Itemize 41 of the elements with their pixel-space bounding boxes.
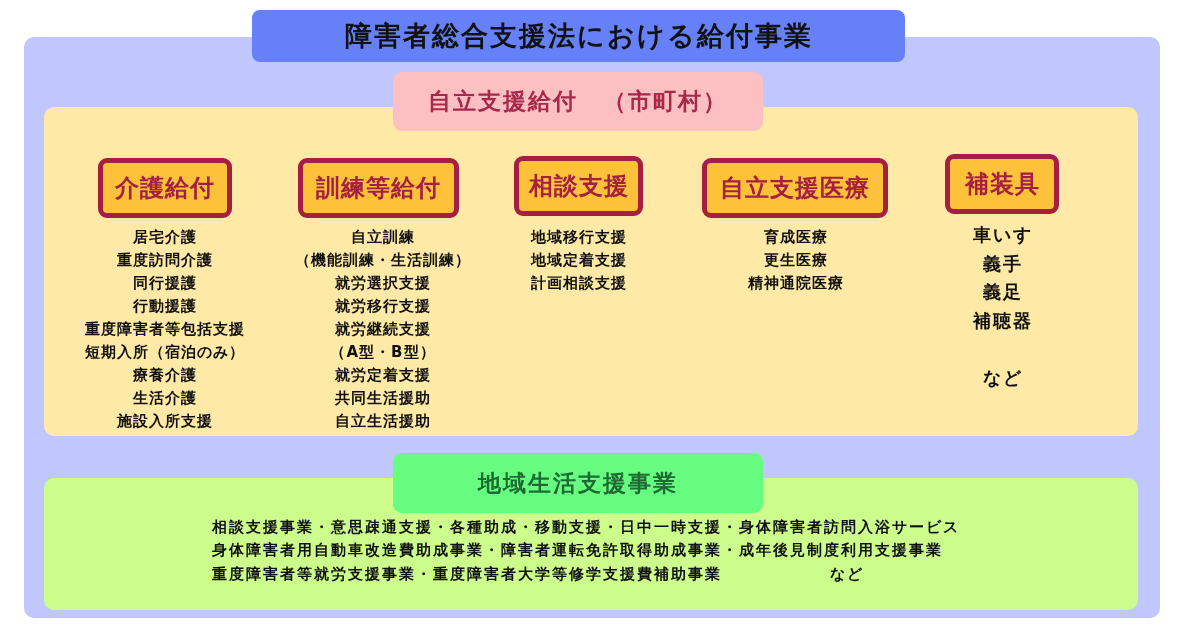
list-item: 短期入所（宿泊のみ） [85,342,245,363]
list-item: 精神通院医療 [748,273,844,294]
list-item: 就労選択支援 [335,273,431,294]
category-box: 介護給付 [98,158,232,218]
body-text: 身体障害者用自動車改造費助成事業・障害者運転免許取得助成事業・成年後見制度利用支援事業 [212,540,943,561]
category-box: 自立支援医療 [702,158,888,218]
section-tab: 自立支援給付 （市町村） [393,72,763,131]
list-item: 育成医療 [764,227,828,248]
list-item: 地域定着支援 [531,250,627,271]
list-item: （A型・B型） [330,342,436,363]
title-banner: 障害者総合支援法における給付事業 [252,10,905,62]
list-item: 更生医療 [764,250,828,271]
list-item: 就労継続支援 [335,319,431,340]
list-item: 計画相談支援 [531,273,627,294]
list-item: 補聴器 [973,308,1033,333]
category-box: 訓練等給付 [298,158,459,218]
list-item: 療養介護 [133,365,197,386]
body-text: など [830,564,864,585]
body-text: 相談支援事業・意思疎通支援・各種助成・移動支援・日中一時支援・身体障害者訪問入浴サービス [212,517,960,538]
list-item: 行動援護 [133,296,197,317]
list-item: 生活介護 [133,388,197,409]
list-item: 居宅介護 [133,227,197,248]
list-item: など [983,365,1023,390]
body-text: 重度障害者等就労支援事業・重度障害者大学等修学支援費補助事業 [212,564,722,585]
list-item: 地域移行支援 [531,227,627,248]
section-tab: 地域生活支援事業 [393,453,763,513]
list-item: 重度訪問介護 [117,250,213,271]
list-item: 自立訓練 [351,227,415,248]
list-item: 車いす [973,223,1033,247]
category-box: 補装具 [945,154,1059,214]
list-item: 義手 [983,251,1023,276]
list-item: 同行援護 [133,273,197,294]
list-item: 就労定着支援 [335,365,431,386]
list-item: 自立生活援助 [335,411,431,432]
list-item: （機能訓練・生活訓練） [295,250,471,271]
list-item: 共同生活援助 [335,388,431,409]
list-item: 義足 [983,280,1023,304]
list-item: 重度障害者等包括支援 [85,319,245,340]
category-box: 相談支援 [514,156,643,216]
list-item: 施設入所支援 [117,411,213,432]
list-item: 就労移行支援 [335,296,431,317]
